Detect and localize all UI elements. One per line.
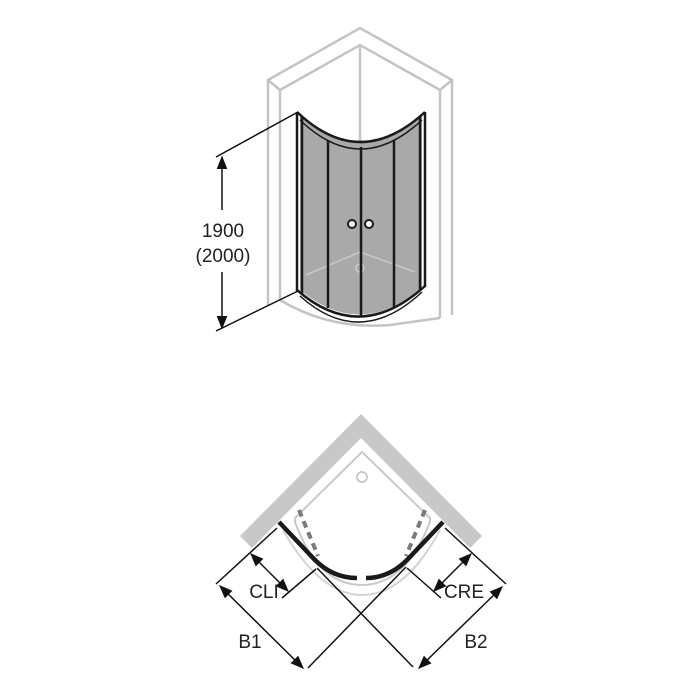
b2-dimension	[418, 586, 503, 669]
handle-left	[347, 219, 357, 229]
cli-dimension	[250, 553, 289, 592]
drain	[356, 471, 368, 483]
height-alt-label: (2000)	[196, 246, 251, 267]
top-rail	[296, 111, 426, 144]
bottom-rail	[296, 285, 426, 318]
plan-view: CLI CRE B1 B2	[215, 414, 507, 669]
cre-dimension	[433, 553, 472, 592]
door-panels	[277, 520, 445, 581]
cre-label: CRE	[444, 582, 484, 603]
height-dimension	[215, 111, 299, 332]
b2-label: B2	[464, 632, 487, 653]
cli-label: CLI	[249, 582, 279, 603]
sliding-door-open	[297, 509, 427, 557]
b1-dimension	[219, 585, 304, 669]
plan-dimensions	[215, 527, 507, 669]
left-post	[295, 112, 304, 294]
wall-corner	[240, 414, 482, 548]
b1-label: B1	[238, 632, 261, 653]
right-post	[418, 112, 427, 290]
elevation-view: 1900 (2000)	[196, 26, 454, 332]
height-label: 1900	[202, 221, 244, 242]
handle-right	[364, 219, 374, 229]
shower-enclosure	[295, 111, 427, 323]
